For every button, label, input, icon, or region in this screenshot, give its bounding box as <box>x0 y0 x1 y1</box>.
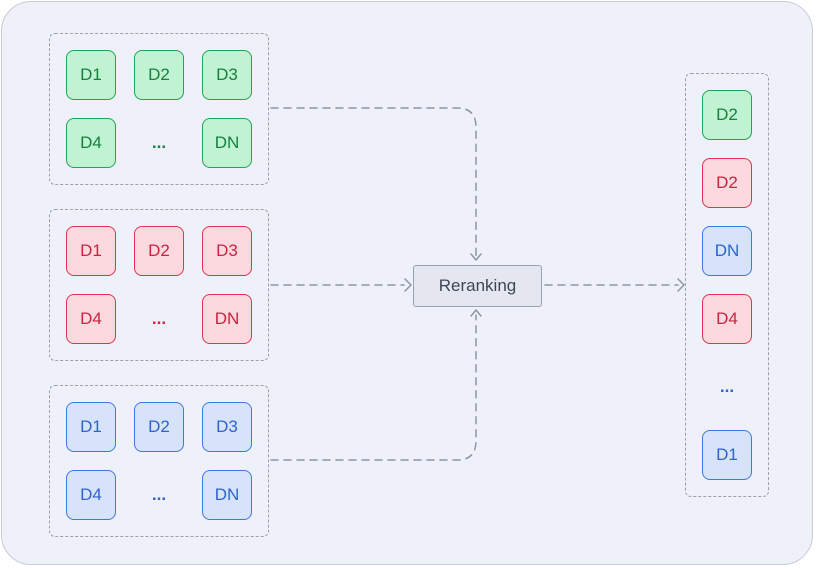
output-doc: DN <box>702 226 752 276</box>
doc-box: D2 <box>134 402 184 452</box>
doc-box: D4 <box>66 118 116 168</box>
doc-box: D4 <box>66 294 116 344</box>
connector-blue <box>270 314 477 461</box>
doc-box: D2 <box>134 226 184 276</box>
output-doc: D2 <box>702 90 752 140</box>
doc-box: DN <box>202 118 252 168</box>
output-doc: D1 <box>702 430 752 480</box>
ellipsis: ... <box>719 377 735 396</box>
reranking-node: Reranking <box>413 265 542 307</box>
doc-box: D1 <box>66 402 116 452</box>
doc-box: D1 <box>66 50 116 100</box>
ellipsis: ... <box>151 309 167 328</box>
ellipsis: ... <box>151 133 167 152</box>
output-doc: D4 <box>702 294 752 344</box>
doc-box: D3 <box>202 50 252 100</box>
arrowhead-right <box>677 278 685 292</box>
doc-box: D3 <box>202 226 252 276</box>
input-group-red: D1 D2 D3 D4 ... DN <box>49 209 269 361</box>
doc-box: D3 <box>202 402 252 452</box>
arrowhead-down <box>470 253 482 261</box>
doc-box: D2 <box>134 50 184 100</box>
doc-box: D1 <box>66 226 116 276</box>
connector-green <box>270 107 477 258</box>
doc-box: DN <box>202 470 252 520</box>
output-doc: D2 <box>702 158 752 208</box>
input-group-green: D1 D2 D3 D4 ... DN <box>49 33 269 185</box>
arrowhead-up <box>470 309 482 317</box>
doc-box: DN <box>202 294 252 344</box>
input-group-blue: D1 D2 D3 D4 ... DN <box>49 385 269 537</box>
arrowhead-right <box>404 278 412 292</box>
output-list: D2 D2 DN D4 ... D1 <box>685 73 769 497</box>
doc-box: D4 <box>66 470 116 520</box>
ellipsis: ... <box>151 485 167 504</box>
